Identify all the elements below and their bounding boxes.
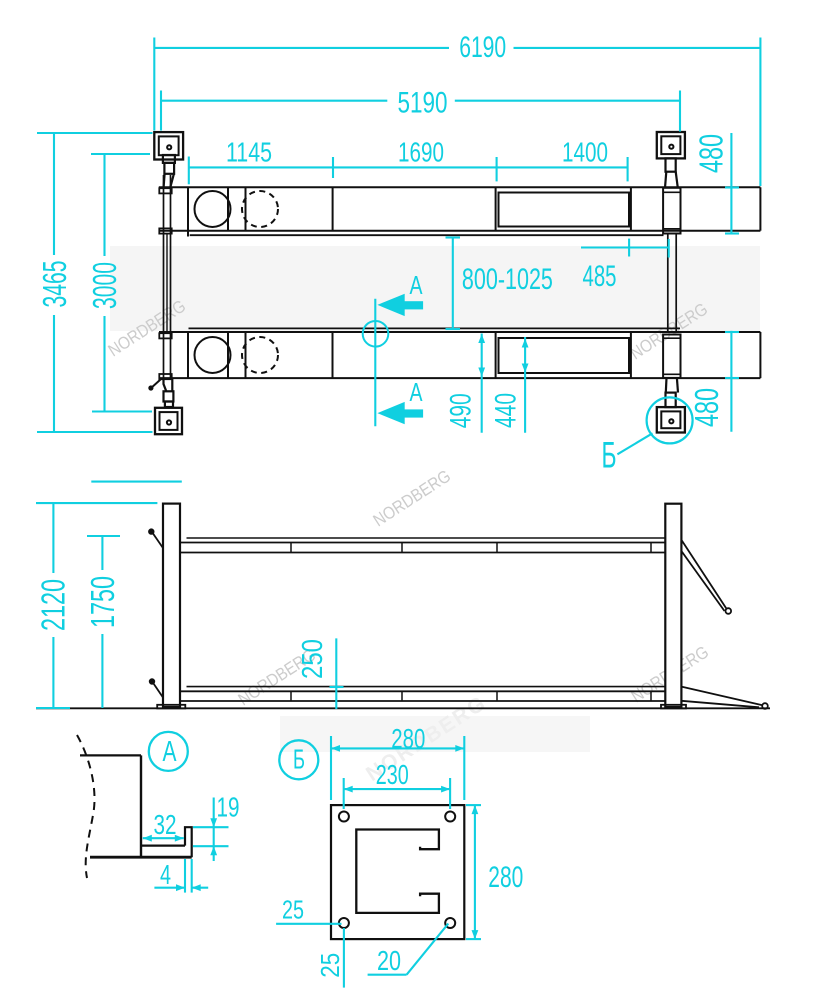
svg-text:250: 250	[297, 639, 329, 679]
svg-text:A: A	[410, 270, 423, 300]
svg-text:1690: 1690	[398, 136, 444, 167]
svg-text:1750: 1750	[84, 576, 121, 628]
svg-text:1400: 1400	[562, 136, 608, 167]
svg-text:2120: 2120	[35, 579, 72, 631]
svg-text:Б: Б	[602, 435, 617, 476]
svg-text:800-1025: 800-1025	[462, 263, 553, 296]
svg-text:A: A	[410, 377, 423, 407]
svg-text:6190: 6190	[459, 31, 506, 64]
svg-text:4: 4	[160, 859, 171, 890]
svg-text:25: 25	[315, 953, 345, 978]
svg-text:3000: 3000	[86, 262, 123, 309]
svg-text:3465: 3465	[36, 261, 73, 308]
svg-text:490: 490	[445, 393, 478, 428]
svg-text:480: 480	[693, 134, 730, 173]
svg-text:20: 20	[377, 945, 401, 976]
svg-text:A: A	[163, 736, 178, 768]
svg-text:480: 480	[688, 388, 725, 427]
svg-text:32: 32	[154, 809, 177, 840]
svg-text:1145: 1145	[226, 136, 272, 167]
svg-text:19: 19	[217, 791, 240, 822]
svg-text:280: 280	[488, 861, 523, 894]
svg-text:485: 485	[583, 260, 617, 293]
svg-text:280: 280	[391, 723, 425, 754]
svg-text:5190: 5190	[398, 87, 448, 120]
svg-text:440: 440	[490, 393, 523, 428]
svg-text:Б: Б	[293, 743, 305, 774]
svg-text:230: 230	[376, 759, 409, 790]
svg-text:25: 25	[282, 894, 304, 924]
